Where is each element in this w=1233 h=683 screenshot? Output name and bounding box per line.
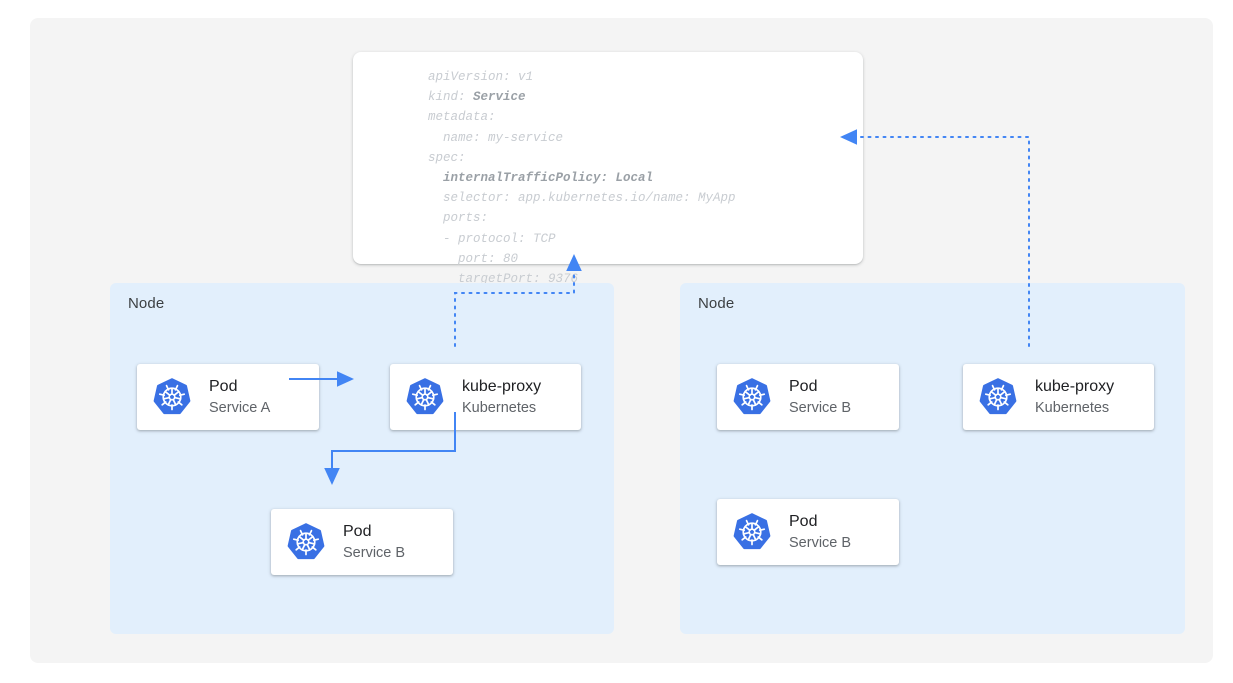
node-left: Node [110, 283, 614, 634]
card-pod-service-b-right-top[interactable]: Pod Service B [717, 364, 899, 430]
card-pod-service-b-right-bottom[interactable]: Pod Service B [717, 499, 899, 565]
manifest-line: name: my-service [428, 130, 564, 145]
card-pod-service-a[interactable]: Pod Service A [137, 364, 319, 430]
card-title: kube-proxy [462, 377, 542, 395]
manifest-line: kind: Service [428, 90, 526, 105]
kubernetes-icon [733, 378, 771, 416]
card-subtitle: Service B [343, 544, 406, 561]
kubernetes-icon [287, 523, 325, 561]
diagram-canvas: apiVersion: v1 kind: Service metadata: nam… [30, 18, 1213, 663]
node-left-label: Node [128, 295, 165, 312]
manifest-line: internalTrafficPolicy: Local [428, 171, 654, 186]
manifest-line: - protocol: TCP [428, 231, 556, 246]
card-title: Pod [789, 377, 818, 395]
manifest-line: apiVersion: v1 [428, 70, 534, 84]
card-text: Pod Service B [789, 512, 851, 553]
node-right: Node [680, 283, 1185, 634]
kubernetes-icon [733, 513, 771, 551]
manifest-line: ports: [428, 211, 489, 226]
manifest-line: selector: app.kubernetes.io/name: MyApp [428, 191, 736, 206]
manifest-line: metadata: [428, 110, 496, 125]
card-subtitle: Service B [789, 399, 852, 416]
card-text: Pod Service B [789, 377, 851, 418]
kubernetes-icon [153, 378, 191, 416]
card-title: kube-proxy [1035, 377, 1115, 395]
card-subtitle: Service B [789, 534, 852, 551]
card-text: kube-proxy Kubernetes [1035, 377, 1114, 418]
manifest-line: port: 80 [428, 251, 519, 266]
card-title: Pod [343, 522, 372, 540]
card-pod-service-b-left[interactable]: Pod Service B [271, 509, 453, 575]
card-kube-proxy-left[interactable]: kube-proxy Kubernetes [390, 364, 581, 430]
card-text: Pod Service A [209, 377, 270, 418]
card-text: Pod Service B [343, 522, 405, 563]
service-manifest-card: apiVersion: v1 kind: Service metadata: nam… [353, 52, 863, 286]
card-text: kube-proxy Kubernetes [462, 377, 541, 418]
card-subtitle: Kubernetes [462, 399, 537, 416]
manifest-line: spec: [428, 150, 466, 165]
service-manifest-code: apiVersion: v1 kind: Service metadata: nam… [428, 67, 736, 289]
card-title: Pod [789, 512, 818, 530]
kubernetes-icon [406, 378, 444, 416]
card-title: Pod [209, 377, 238, 395]
card-subtitle: Service A [209, 399, 271, 416]
node-right-label: Node [698, 295, 735, 312]
card-subtitle: Kubernetes [1035, 399, 1110, 416]
card-kube-proxy-right[interactable]: kube-proxy Kubernetes [963, 364, 1154, 430]
kubernetes-icon [979, 378, 1017, 416]
